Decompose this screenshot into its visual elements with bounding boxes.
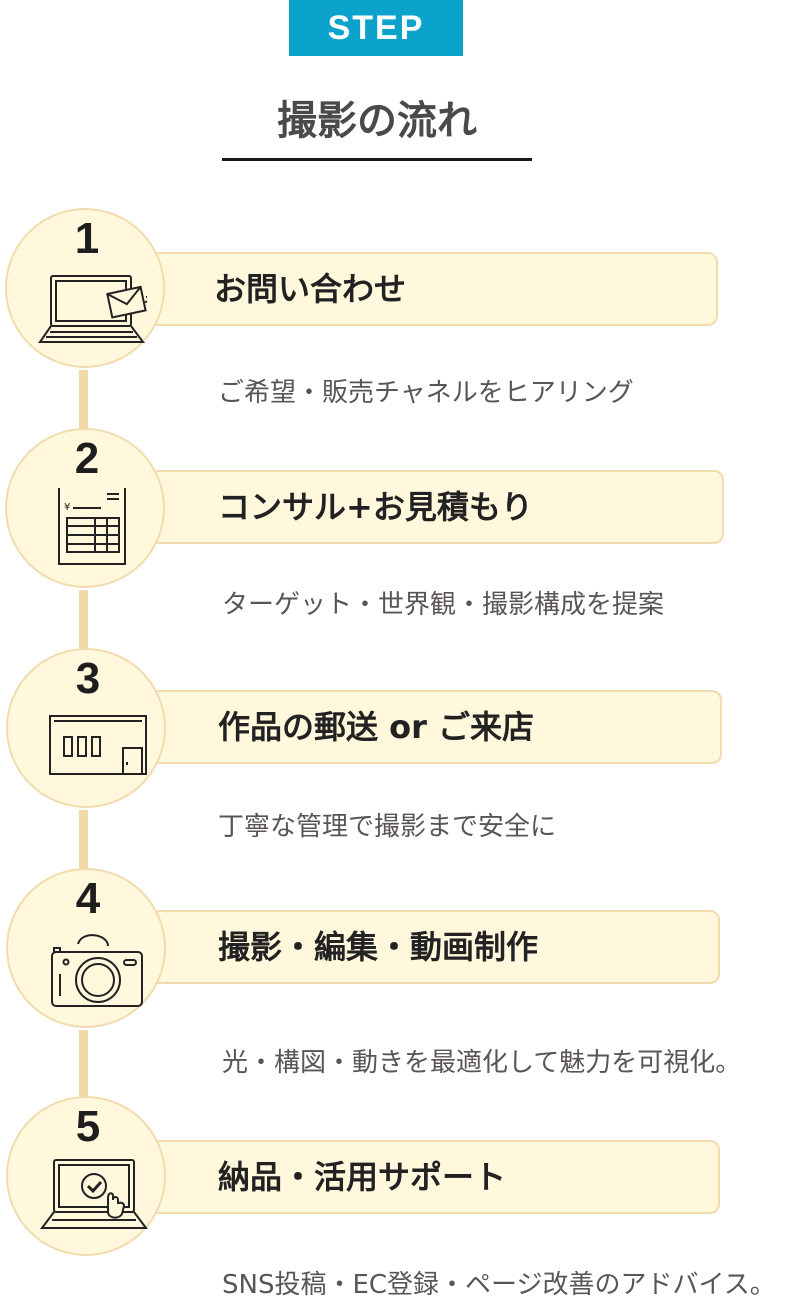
step-circle: 2 ¥ <box>5 428 165 588</box>
step-title: 作品の郵送 or ご来店 <box>218 708 535 746</box>
title-underline <box>222 158 532 161</box>
step-number: 5 <box>75 1102 101 1151</box>
step-description: ターゲット・世界観・撮影構成を提案 <box>222 590 665 620</box>
step-number: 2 <box>74 434 100 483</box>
step-circle: 1 <box>5 208 165 368</box>
step-title: 撮影・編集・動画制作 <box>218 928 539 966</box>
step-title: お問い合わせ <box>214 270 407 308</box>
step-connector <box>79 590 88 660</box>
step-title: 納品・活用サポート <box>218 1158 507 1196</box>
step-description: 光・構図・動きを最適化して魅力を可視化。 <box>222 1048 742 1078</box>
step-badge: STEP <box>289 0 463 56</box>
step-title: コンサル+お見積もり <box>218 488 533 526</box>
step-circle: 4 <box>6 868 166 1028</box>
laptop-check-icon <box>40 1159 148 1229</box>
page-title: 撮影の流れ <box>277 97 477 144</box>
step-circle: 3 <box>6 648 166 808</box>
step-title-panel <box>150 1140 720 1214</box>
step-circle: 5 <box>6 1096 166 1256</box>
step-connector <box>79 370 88 440</box>
step-description: ご希望・販売チャネルをヒアリング <box>218 378 634 408</box>
step-number: 3 <box>75 654 101 703</box>
step-connector <box>79 1030 88 1100</box>
step-description: SNS投稿・EC登録・ページ改善のアドバイス。 <box>222 1270 776 1300</box>
camera-icon <box>51 934 143 1007</box>
step-title-panel <box>150 470 724 544</box>
storefront-icon <box>49 715 147 775</box>
step-description: 丁寧な管理で撮影まで安全に <box>218 812 557 842</box>
step-number: 4 <box>75 874 101 923</box>
step-title-panel <box>150 690 722 764</box>
estimate-document-icon: ¥ <box>58 488 126 565</box>
laptop-mail-icon <box>38 275 147 343</box>
step-connector <box>79 810 88 880</box>
step-number: 1 <box>74 214 100 263</box>
svg-text:¥: ¥ <box>64 502 70 513</box>
